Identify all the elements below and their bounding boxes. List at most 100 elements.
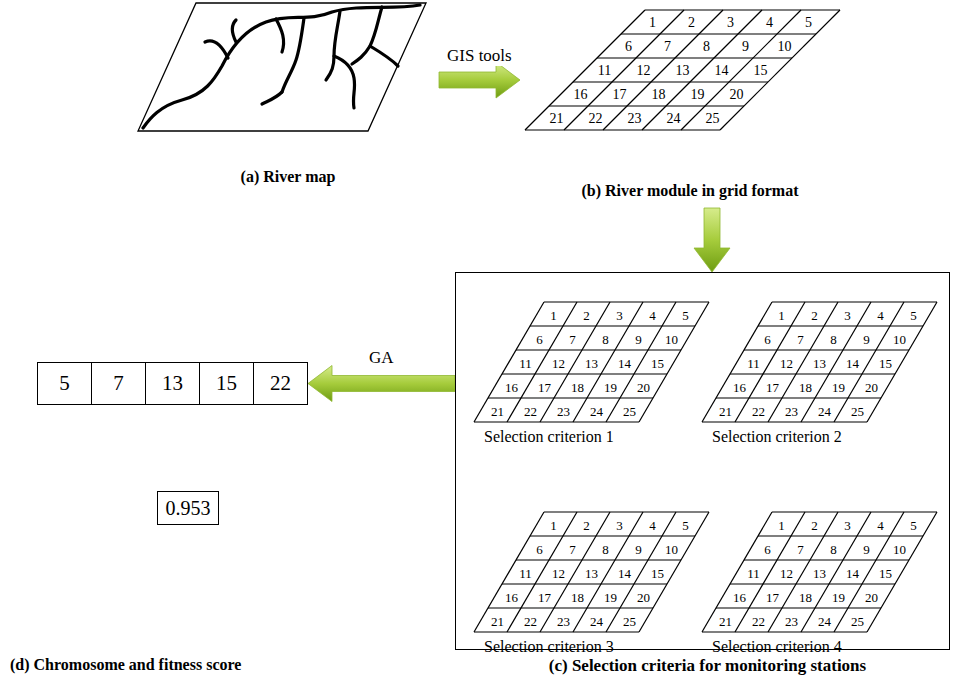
grid-cell-number: 4 (877, 519, 884, 532)
grid-cell-number: 3 (844, 519, 851, 532)
grid-cell-number: 19 (691, 88, 705, 102)
grid-cell-number: 19 (604, 381, 617, 394)
grid-cell-number: 8 (703, 40, 710, 54)
grid-row-line (530, 535, 695, 536)
criterion-caption: Selection criterion 4 (712, 638, 842, 656)
grid-row-line (758, 535, 923, 536)
grid-row-line (744, 559, 909, 560)
river-map (137, 0, 429, 160)
grid-row-line (730, 583, 895, 584)
grid-cell-number: 18 (571, 591, 584, 604)
grid-cell-number: 25 (706, 112, 720, 126)
grid-cell-number: 5 (910, 519, 917, 532)
grid-row-line (621, 33, 816, 34)
grid-cell-number: 15 (879, 567, 892, 580)
block-arrow (439, 62, 520, 98)
grid-cell-number: 14 (846, 567, 859, 580)
flow-arrow (439, 62, 520, 98)
grid-row-line (730, 373, 895, 374)
grid-column-line (801, 302, 871, 422)
chromosome-cell: 13 (145, 362, 200, 405)
grid-column-line (639, 302, 709, 422)
chromosome-cell: 15 (199, 362, 254, 405)
grid-cell-number: 11 (598, 64, 611, 78)
grid-cell-number: 12 (637, 64, 651, 78)
grid-cell-number: 22 (752, 405, 765, 418)
grid-row-line (530, 325, 695, 326)
grid-column-line (834, 512, 904, 632)
grid-cell-number: 4 (649, 519, 656, 532)
grid-cell-number: 15 (754, 64, 768, 78)
grid-cell-number: 18 (799, 381, 812, 394)
grid-row-line (516, 349, 681, 350)
grid-cell-number: 21 (719, 615, 732, 628)
panel-caption: (c) Selection criteria for monitoring st… (455, 656, 954, 676)
grid-cell-number: 21 (491, 405, 504, 418)
grid-cell-number: 17 (766, 381, 779, 394)
grid-panel: 1234567891011121314151617181920212223242… (700, 298, 942, 450)
grid-cell-number: 1 (550, 309, 557, 322)
grid-cell-number: 14 (846, 357, 859, 370)
grid-cell-number: 7 (797, 333, 804, 346)
grid-row-line (744, 349, 909, 350)
grid-cell-number: 9 (863, 543, 870, 556)
grid-cell-number: 13 (585, 567, 598, 580)
river-line (370, 46, 398, 66)
grid-cell-number: 3 (727, 16, 734, 30)
grid-column-line (720, 10, 840, 130)
grid-row-line (502, 373, 667, 374)
grid-column-line (681, 10, 801, 130)
grid-cell-number: 20 (865, 591, 878, 604)
grid-cell-number: 5 (682, 309, 689, 322)
panel-caption: (d) Chromosome and fitness score (10, 656, 241, 674)
grid-column-line (540, 302, 610, 422)
grid-cell-number: 6 (536, 333, 543, 346)
grid-panel: 1234567891011121314151617181920212223242… (472, 508, 714, 660)
block-arrow (308, 366, 455, 402)
grid-cell-number: 21 (719, 405, 732, 418)
river-line (352, 7, 382, 64)
grid-cell-number: 11 (519, 567, 532, 580)
grid-column-line (639, 512, 709, 632)
grid-cell-number: 20 (730, 88, 744, 102)
grid-column-line (474, 512, 544, 632)
grid-cell-number: 2 (688, 16, 695, 30)
grid-cell-number: 13 (585, 357, 598, 370)
grid-cell-number: 19 (604, 591, 617, 604)
cell-value: 15 (216, 371, 237, 396)
grid-cell-number: 6 (625, 40, 632, 54)
grid-cell-number: 13 (813, 357, 826, 370)
river-line (282, 18, 304, 92)
grid-row-line (516, 559, 681, 560)
grid-cell-number: 1 (778, 309, 785, 322)
grid-cell-number: 6 (764, 543, 771, 556)
grid-cell-number: 6 (536, 543, 543, 556)
river-line (276, 19, 284, 52)
grid-cell-number: 17 (538, 591, 551, 604)
grid-row-line (573, 81, 768, 82)
grid-cell-number: 25 (623, 615, 636, 628)
grid-row-line (502, 583, 667, 584)
grid-column-line (540, 512, 610, 632)
grid-cell-number: 9 (863, 333, 870, 346)
grid-cell-number: 2 (583, 309, 590, 322)
grid-cell-number: 12 (780, 357, 793, 370)
grid-cell-number: 2 (811, 309, 818, 322)
grid-column-line (867, 302, 937, 422)
cell-value: 13 (162, 371, 183, 396)
grid-cell-number: 17 (613, 88, 627, 102)
grid-column-line (606, 512, 676, 632)
criteria-panel: (c) Selection criteria for monitoring st… (455, 272, 954, 681)
panel-caption: (a) River map (137, 168, 439, 186)
grid-row-line (549, 105, 744, 106)
grid-cell-number: 19 (832, 381, 845, 394)
grid-cell-number: 22 (752, 615, 765, 628)
river-line (262, 92, 282, 104)
grid-cell-number: 3 (616, 309, 623, 322)
grid-row-line (525, 129, 720, 130)
grid-cell-number: 11 (747, 357, 760, 370)
grid-cell-number: 7 (664, 40, 671, 54)
grid-cell-number: 16 (733, 591, 746, 604)
